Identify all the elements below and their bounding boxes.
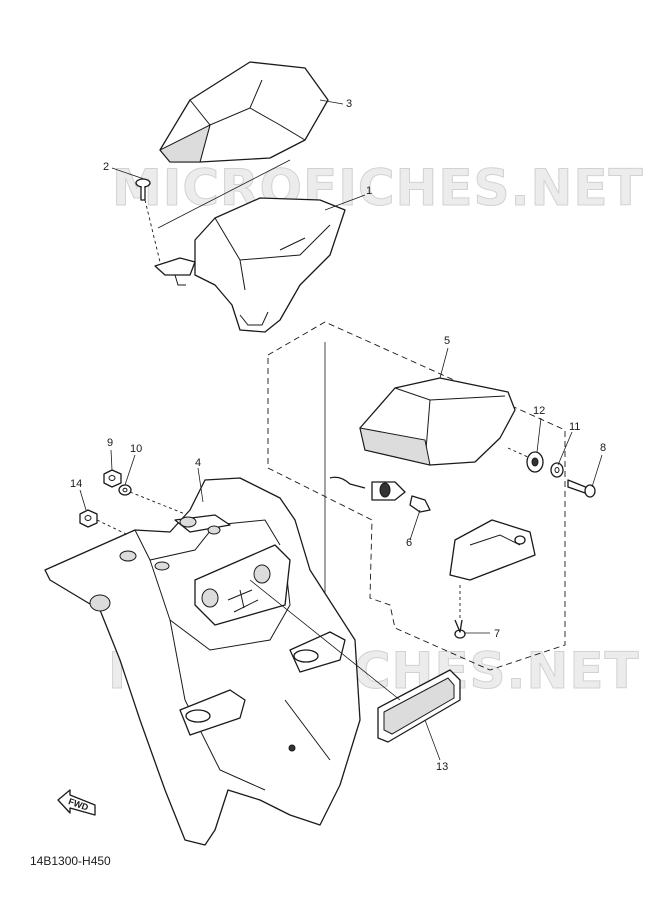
callout-3: 3	[346, 98, 352, 110]
screw-alignment-line	[144, 199, 161, 263]
part-1-housing	[154, 197, 346, 333]
watermark-top: MICROFICHES.NET	[112, 159, 644, 217]
reflector-alignment-line	[249, 579, 401, 701]
bolt-alignment-line	[507, 447, 531, 459]
callout-12: 12	[533, 405, 545, 417]
part-11-washer	[550, 462, 564, 478]
part-5-lens	[359, 377, 516, 466]
part-14-nut	[79, 509, 98, 528]
callout-4: 4	[195, 457, 201, 469]
callout-13: 13	[436, 761, 448, 773]
callout-9: 9	[107, 437, 113, 449]
license-light	[449, 519, 536, 581]
part-12-grommet	[526, 451, 544, 473]
callout-8: 8	[600, 442, 606, 454]
diagram-code: 14B1300-H450	[30, 854, 111, 868]
callout-5: 5	[444, 335, 450, 347]
cover-alignment-line	[157, 159, 291, 229]
callout-11: 11	[569, 421, 580, 433]
callout-2: 2	[103, 161, 109, 173]
part-4-fender	[44, 477, 361, 846]
part-10-washer	[118, 484, 132, 496]
callout-7: 7	[494, 628, 500, 640]
callout-6: 6	[406, 537, 412, 549]
part-8-bolt	[567, 479, 596, 498]
callout-10: 10	[130, 443, 142, 455]
callout-1: 1	[366, 185, 372, 197]
part-6-socket	[329, 476, 431, 513]
part-13-reflector	[377, 669, 461, 743]
fwd-arrow-icon: FWD	[57, 789, 96, 816]
part-9-nut	[103, 469, 122, 488]
callout-14: 14	[70, 478, 82, 490]
part-3-cover	[159, 61, 329, 163]
part-7-screw	[454, 619, 466, 639]
